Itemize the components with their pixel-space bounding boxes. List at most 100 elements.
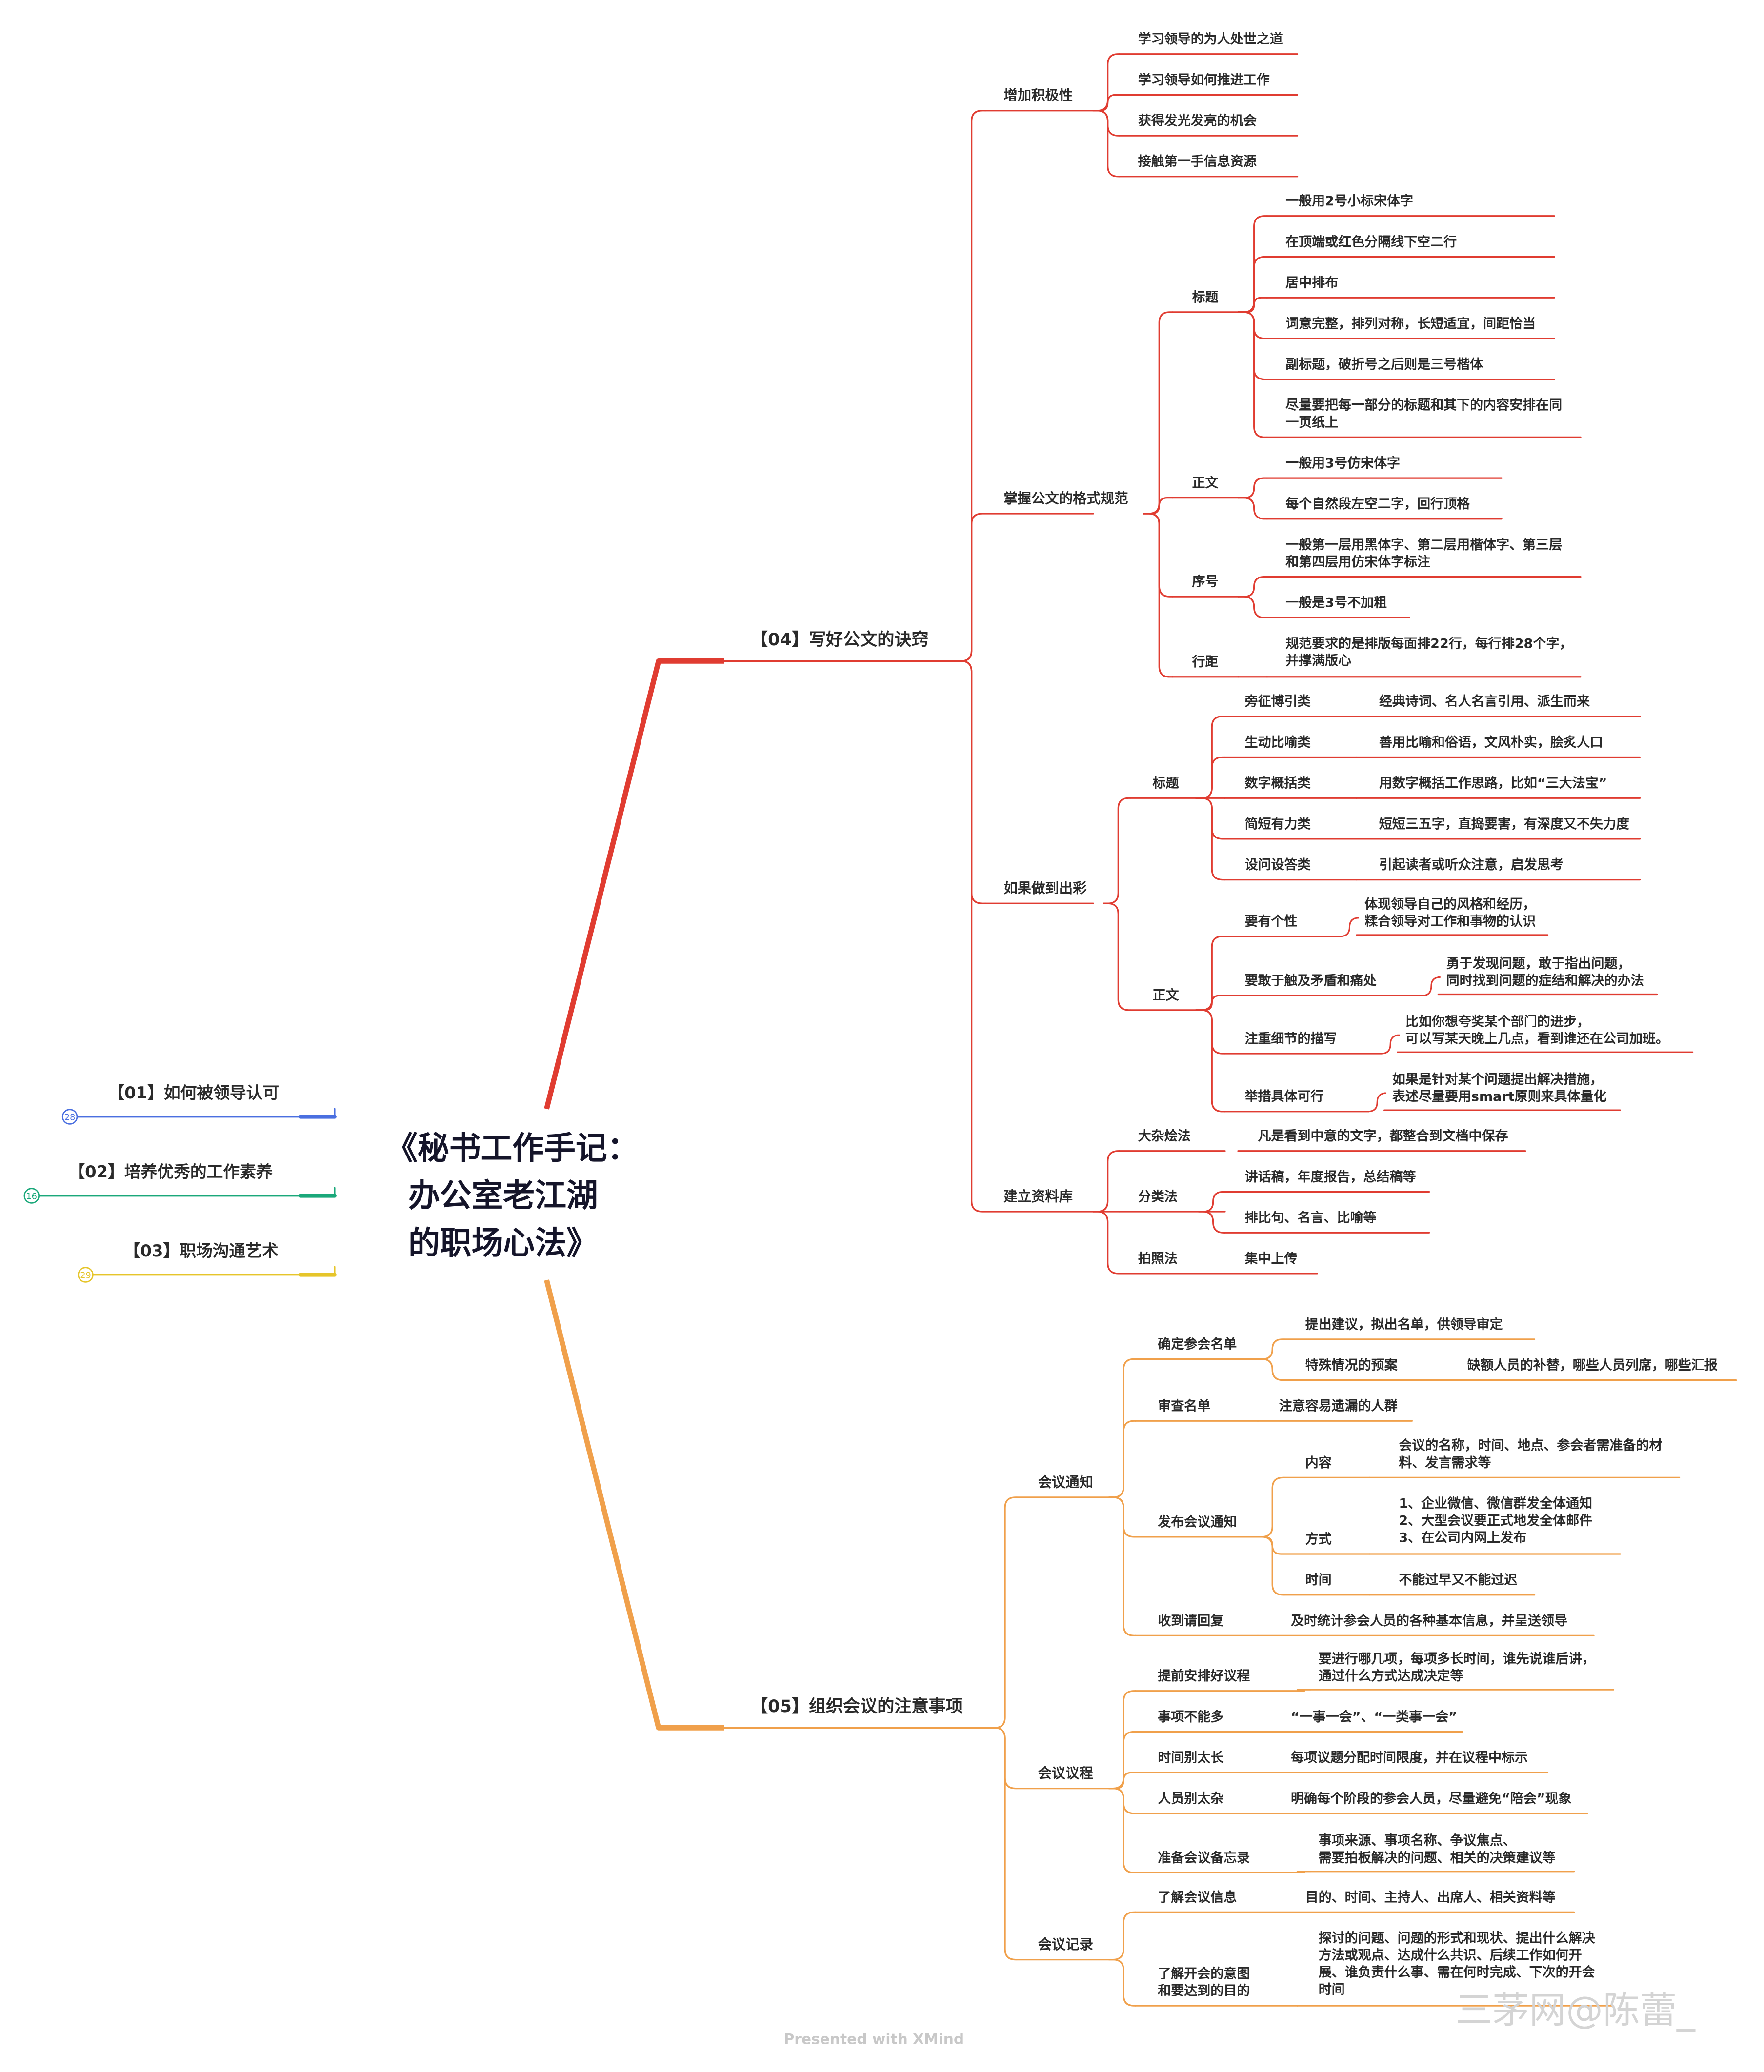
leaf-yicheng-1a: 要进行哪几项，每项多长时间，谁先说谁后讲，: [1319, 1651, 1595, 1667]
leaf-shoudao-huifu: 及时统计参会人员的各种基本信息，并呈送领导: [1291, 1613, 1567, 1629]
connector-line: [1092, 94, 1121, 112]
trunk-05-line: [544, 1279, 724, 1731]
leaf-biaoti-6a: 尽量要把每一部分的标题和其下的内容安排在同: [1285, 398, 1562, 413]
leaf-teshu-qingkuang: 缺额人员的补替，哪些人员列席，哪些汇报: [1467, 1357, 1718, 1373]
node-tongzhi-fangshi: 方式: [1305, 1531, 1332, 1547]
node-liaojie-yitu-a: 了解开会的意图: [1158, 1966, 1250, 1981]
connector-line: [1108, 1496, 1137, 1637]
leaf-liaojie-yitu-2: 方法或观点、达成什么共识、后续工作如何开: [1319, 1948, 1582, 1963]
leaf-jijixing-2: 学习领导如何推进工作: [1138, 72, 1270, 88]
node-geshi-xuhao: 序号: [1192, 574, 1219, 590]
collapsed-count-badge-1[interactable]: [61, 1109, 78, 1125]
collapsed-count-3: 29: [80, 1271, 91, 1280]
leaf-jijixing-4: 接触第一手信息资源: [1138, 154, 1257, 169]
leaf-liaojie-yitu-1: 探讨的问题、问题的形式和现状、提出什么解决: [1319, 1931, 1596, 1946]
node-yicheng-2: 事项不能多: [1158, 1709, 1223, 1725]
node-teshu-qingkuang: 特殊情况的预案: [1305, 1357, 1398, 1373]
node-zengjia-jijixing: 增加积极性: [1003, 87, 1073, 103]
leaf-liaojie-yitu-3: 展、谁负责什么事、需在何时完成、下次的开会: [1319, 1965, 1595, 1980]
connector-line: [1195, 1009, 1226, 1113]
connector-line: [1237, 297, 1268, 313]
node-zhengwen-row-2: 要敢于触及矛盾和痛处: [1245, 973, 1377, 989]
connector-line: [1195, 797, 1226, 881]
connector-line: [1108, 1358, 1137, 1498]
connector-line: [1195, 995, 1226, 1011]
connector-line: [1142, 513, 1173, 678]
leaf-hangju-a: 规范要求的是排版每面排22行，每行排28个字，: [1285, 636, 1572, 651]
leaf-yicheng-4: 明确每个阶段的参会人员，尽量避免“陪会”现象: [1291, 1791, 1572, 1806]
presented-with-xmind: Presented with XMind: [784, 2031, 964, 2048]
connector-line: [1257, 1476, 1285, 1538]
leaf-hangju-b: 并撑满版心: [1285, 653, 1351, 669]
leaf-biaoti-type-1: 经典诗词、名人名言引用、派生而来: [1379, 694, 1590, 709]
leaf-xuhao-2: 一般是3号不加粗: [1285, 595, 1387, 611]
connector-line: [1142, 311, 1173, 515]
root-title-line1: 《秘书工作手记：: [386, 1130, 639, 1167]
connector-line: [1257, 1358, 1285, 1381]
root-title-line2: 办公室老江湖: [408, 1177, 598, 1214]
node-geshi-biaoti: 标题: [1192, 290, 1219, 305]
node-chucai: 如果做到出彩: [1003, 880, 1087, 897]
leaf-fangshi-1: 1、企业微信、微信群发全体通知: [1399, 1496, 1592, 1512]
node-biaoti-type-2: 生动比喻类: [1245, 735, 1311, 750]
leaf-zhengwen-row-3b: 可以写某天晚上几点，看到谁还在公司加班。: [1405, 1031, 1669, 1046]
left-branch-2-label: 【02】培养优秀的工作素养: [68, 1162, 272, 1181]
branch-04-label: 【04】写好公文的诀窍: [751, 630, 929, 650]
leaf-biaoti-type-5: 引起读者或听众注意，启发思考: [1379, 857, 1564, 873]
leaf-dazahui: 凡是看到中意的文字，都整合到文档中保存: [1258, 1128, 1508, 1144]
node-fenleifa: 分类法: [1138, 1189, 1178, 1204]
leaf-biaoti-type-4: 短短三五字，直捣要害，有深度又不失力度: [1379, 816, 1629, 832]
leaf-xuhao-1b: 和第四层用仿宋体字标注: [1285, 554, 1430, 570]
connector-line: [1422, 976, 1441, 996]
connector-line: [1257, 1536, 1285, 1555]
left-branch-1-label: 【01】如何被领导认可: [108, 1083, 279, 1102]
leaf-biaoti-1: 一般用2号小标宋体字: [1285, 193, 1413, 209]
connector-line: [1237, 576, 1268, 598]
node-geshi-zhengwen: 正文: [1192, 475, 1219, 491]
leaf-yicheng-1b: 通过什么方式达成决定等: [1319, 1668, 1463, 1684]
node-shencha-mingdan: 审查名单: [1158, 1398, 1210, 1414]
connector-line: [1108, 1690, 1137, 1790]
leaf-biaoti-type-3: 用数字概括工作思路，比如“三大法宝”: [1379, 776, 1607, 791]
leaf-biaoti-4: 词意完整，排列对称，长短适宜，间距恰当: [1285, 316, 1536, 331]
node-liaojie-xinxi: 了解会议信息: [1158, 1890, 1237, 1905]
leaf-zhengwen-row-4a: 如果是针对某个问题提出解决措施，: [1392, 1072, 1603, 1087]
node-ziliaoku: 建立资料库: [1003, 1188, 1073, 1204]
leaf-yicheng-5a: 事项来源、事项名称、争议焦点、: [1319, 1833, 1516, 1849]
connector-line: [1198, 1191, 1226, 1213]
node-geshi-hangju: 行距: [1192, 654, 1219, 670]
leaf-liaojie-yitu-4: 时间: [1319, 1982, 1345, 1997]
node-liaojie-yitu-b: 和要达到的目的: [1158, 1983, 1250, 1999]
collapsed-count-badge-2[interactable]: [23, 1188, 40, 1204]
connector-line: [1367, 1092, 1387, 1113]
connector-line: [1257, 1536, 1285, 1596]
left-branch-3-label: 【03】职场沟通艺术: [124, 1241, 279, 1260]
node-biaoti-type-4: 简短有力类: [1245, 816, 1311, 832]
leaf-fenleifa-2: 排比句、名言、比喻等: [1245, 1210, 1377, 1226]
node-zhengwen-row-1: 要有个性: [1245, 914, 1298, 929]
connector-line: [1108, 1958, 1137, 2007]
collapsed-count-badge-3[interactable]: [78, 1267, 94, 1283]
leaf-neirong-b: 料、发言需求等: [1399, 1455, 1491, 1471]
connector-line: [1108, 1420, 1137, 1498]
connector-line: [1237, 497, 1268, 520]
branch-05-label: 【05】组织会议的注意事项: [751, 1696, 963, 1716]
node-yicheng-3: 时间别太长: [1158, 1751, 1224, 1766]
node-yicheng-4: 人员别太杂: [1158, 1791, 1223, 1806]
connector-line: [1092, 53, 1121, 112]
connector-line: [1237, 596, 1268, 618]
connector-line: [1092, 1150, 1121, 1213]
node-zhengwen-row-4: 举措具体可行: [1244, 1089, 1324, 1104]
node-huiyi-yicheng: 会议议程: [1038, 1765, 1093, 1781]
connector-line: [1195, 936, 1226, 1011]
node-zhangwo-geshi: 掌握公文的格式规范: [1003, 490, 1128, 506]
node-tongzhi-neirong: 内容: [1305, 1455, 1332, 1471]
collapsed-count-2: 16: [26, 1192, 37, 1201]
leaf-zhengwen-row-4b: 表述尽量要用smart原则来具体量化: [1392, 1089, 1607, 1104]
node-yicheng-1: 提前安排好议程: [1158, 1668, 1250, 1684]
connector-line: [1237, 311, 1268, 380]
node-biaoti-type-1: 旁征博引类: [1244, 694, 1311, 709]
leaf-fangshi-3: 3、在公司内网上发布: [1399, 1530, 1526, 1546]
node-chucai-zhengwen: 正文: [1153, 987, 1180, 1003]
